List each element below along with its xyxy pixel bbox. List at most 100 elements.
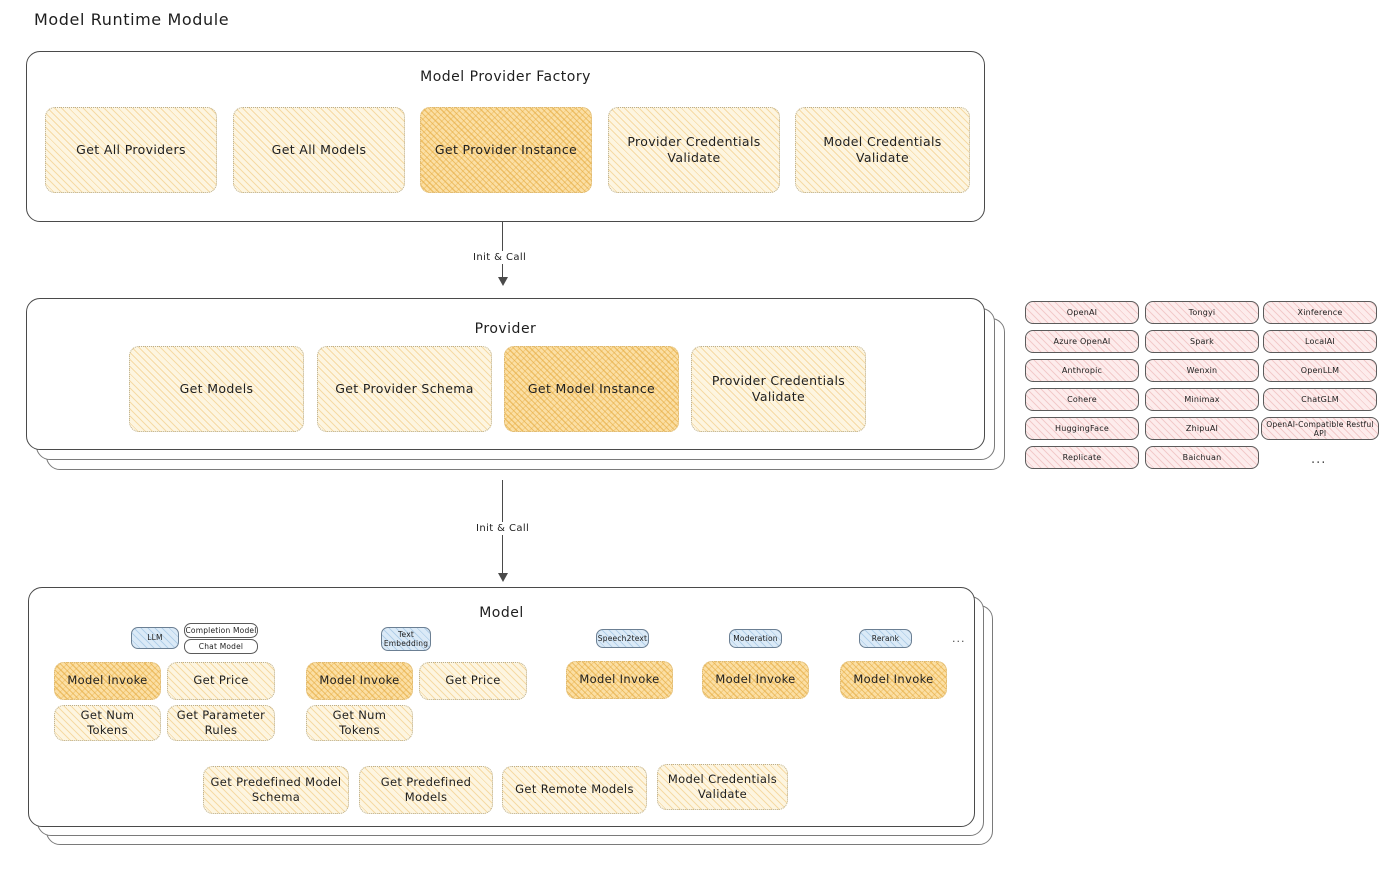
card-label: Model Invoke — [67, 673, 148, 688]
provider-chip-localai[interactable]: LocalAI — [1263, 330, 1377, 353]
text-embedding-method-model-invoke[interactable]: Model Invoke — [306, 662, 413, 700]
provider-chip-label: Anthropic — [1061, 366, 1103, 375]
model-common-model-credentials-validate[interactable]: Model Credentials Validate — [657, 764, 788, 810]
model-common-get-remote-models[interactable]: Get Remote Models — [502, 766, 647, 814]
card-label: Get Num Tokens — [332, 707, 387, 737]
card-label: Model Invoke — [579, 672, 660, 687]
model-type-chip-speech2text[interactable]: Speech2text — [596, 629, 649, 648]
provider-chip-label: LocalAI — [1305, 337, 1335, 346]
card-label: Model Credentials Validate — [667, 771, 778, 801]
chip-label: Speech2text — [597, 633, 648, 643]
provider-chip-label: Wenxin — [1186, 366, 1218, 375]
chip-label: Text Embedding — [383, 629, 429, 648]
card-label: Get Predefined Model Schema — [210, 774, 342, 804]
moderation-method-model-invoke[interactable]: Model Invoke — [702, 661, 809, 699]
provider-chip-openai[interactable]: OpenAI — [1025, 301, 1139, 324]
provider-chip-minimax[interactable]: Minimax — [1145, 388, 1259, 411]
provider-chip-azure-openai[interactable]: Azure OpenAI — [1025, 330, 1139, 353]
factory-card-model-credentials-validate[interactable]: Model Credentials Validate — [795, 107, 970, 193]
provider-card-get-models[interactable]: Get Models — [129, 346, 304, 432]
llm-method-model-invoke[interactable]: Model Invoke — [54, 662, 161, 700]
model-provider-factory-title: Model Provider Factory — [420, 69, 591, 85]
card-label: Get Remote Models — [515, 782, 634, 797]
card-label: Model Invoke — [853, 672, 934, 687]
card-label: Model Invoke — [715, 672, 796, 687]
card-label: Get Price — [193, 673, 249, 688]
text-embedding-method-get-num-tokens[interactable]: Get Num Tokens — [306, 705, 413, 741]
provider-chip-wenxin[interactable]: Wenxin — [1145, 359, 1259, 382]
provider-chip-label: ZhipuAI — [1185, 424, 1219, 433]
llm-method-get-price[interactable]: Get Price — [167, 662, 275, 700]
provider-chip-anthropic[interactable]: Anthropic — [1025, 359, 1139, 382]
card-label: Provider Credentials Validate — [711, 372, 846, 405]
arrow-factory-to-provider-label: Init & Call — [468, 251, 532, 264]
provider-chip-label: Replicate — [1062, 453, 1102, 462]
factory-card-get-all-models[interactable]: Get All Models — [233, 107, 405, 193]
provider-card-get-model-instance[interactable]: Get Model Instance — [504, 346, 679, 432]
provider-chip-label: ChatGLM — [1301, 395, 1339, 404]
model-subtype-chip-chat-model[interactable]: Chat Model — [184, 639, 258, 654]
factory-card-provider-credentials-validate[interactable]: Provider Credentials Validate — [608, 107, 780, 193]
model-types-more: ... — [952, 632, 966, 645]
provider-chip-label: HuggingFace — [1055, 424, 1109, 433]
provider-chip-label: OpenAI-Compatible Restful API — [1266, 419, 1374, 438]
provider-chip-label: Xinference — [1297, 308, 1343, 317]
chip-label: Rerank — [871, 633, 900, 643]
provider-chip-chatglm[interactable]: ChatGLM — [1263, 388, 1377, 411]
provider-card-get-provider-schema[interactable]: Get Provider Schema — [317, 346, 492, 432]
provider-chip-openai-compatible-restful-api[interactable]: OpenAI-Compatible Restful API — [1261, 417, 1379, 440]
rerank-method-model-invoke[interactable]: Model Invoke — [840, 661, 947, 699]
card-label: Get Num Tokens — [80, 707, 135, 737]
provider-chip-replicate[interactable]: Replicate — [1025, 446, 1139, 469]
llm-method-get-parameter-rules[interactable]: Get Parameter Rules — [167, 705, 275, 741]
provider-card-provider-credentials-validate[interactable]: Provider Credentials Validate — [691, 346, 866, 432]
provider-chip-label: Minimax — [1184, 395, 1220, 404]
provider-title: Provider — [474, 321, 537, 337]
model-common-get-predefined-models[interactable]: Get Predefined Models — [359, 766, 493, 814]
model-type-chip-llm[interactable]: LLM — [131, 627, 179, 649]
card-label: Get Provider Instance — [434, 141, 578, 157]
chip-label: Moderation — [733, 633, 778, 643]
card-label: Model Credentials Validate — [823, 133, 942, 166]
model-type-chip-moderation[interactable]: Moderation — [729, 629, 782, 648]
provider-chip-openllm[interactable]: OpenLLM — [1263, 359, 1377, 382]
provider-list-more: ... — [1311, 452, 1327, 467]
card-label: Get All Models — [271, 141, 367, 157]
provider-chip-label: Spark — [1190, 337, 1214, 346]
provider-chip-label: OpenAI — [1066, 308, 1098, 317]
card-label: Get Model Instance — [527, 380, 656, 396]
provider-chip-xinference[interactable]: Xinference — [1263, 301, 1377, 324]
arrow-provider-to-model-head — [498, 573, 508, 582]
provider-chip-label: OpenLLM — [1300, 366, 1340, 375]
provider-chip-label: Baichuan — [1182, 453, 1222, 462]
model-type-chip-rerank[interactable]: Rerank — [859, 629, 912, 648]
card-label: Get Parameter Rules — [176, 707, 266, 737]
page-title: Model Runtime Module — [34, 10, 230, 29]
provider-chip-zhipuai[interactable]: ZhipuAI — [1145, 417, 1259, 440]
model-common-get-predefined-model-schema[interactable]: Get Predefined Model Schema — [203, 766, 349, 814]
card-label: Get Models — [179, 380, 254, 396]
provider-chip-label: Cohere — [1067, 395, 1097, 404]
model-type-chip-text-embedding[interactable]: Text Embedding — [381, 627, 431, 651]
model-title: Model — [479, 605, 524, 621]
card-label: Model Invoke — [319, 673, 400, 688]
model-subtype-chip-completion-model[interactable]: Completion Model — [184, 623, 258, 638]
factory-card-get-provider-instance[interactable]: Get Provider Instance — [420, 107, 592, 193]
text-embedding-method-get-price[interactable]: Get Price — [419, 662, 527, 700]
provider-chip-label: Azure OpenAI — [1053, 337, 1111, 346]
provider-chip-huggingface[interactable]: HuggingFace — [1025, 417, 1139, 440]
provider-chip-baichuan[interactable]: Baichuan — [1145, 446, 1259, 469]
provider-chip-cohere[interactable]: Cohere — [1025, 388, 1139, 411]
chip-label: Chat Model — [198, 641, 244, 651]
chip-label: LLM — [147, 633, 163, 643]
speech2text-method-model-invoke[interactable]: Model Invoke — [566, 661, 673, 699]
factory-card-get-all-providers[interactable]: Get All Providers — [45, 107, 217, 193]
provider-chip-label: Tongyi — [1188, 308, 1216, 317]
card-label: Provider Credentials Validate — [627, 133, 761, 166]
provider-chip-tongyi[interactable]: Tongyi — [1145, 301, 1259, 324]
card-label: Get Provider Schema — [335, 380, 474, 396]
provider-chip-spark[interactable]: Spark — [1145, 330, 1259, 353]
card-label: Get Price — [445, 673, 501, 688]
llm-method-get-num-tokens[interactable]: Get Num Tokens — [54, 705, 161, 741]
